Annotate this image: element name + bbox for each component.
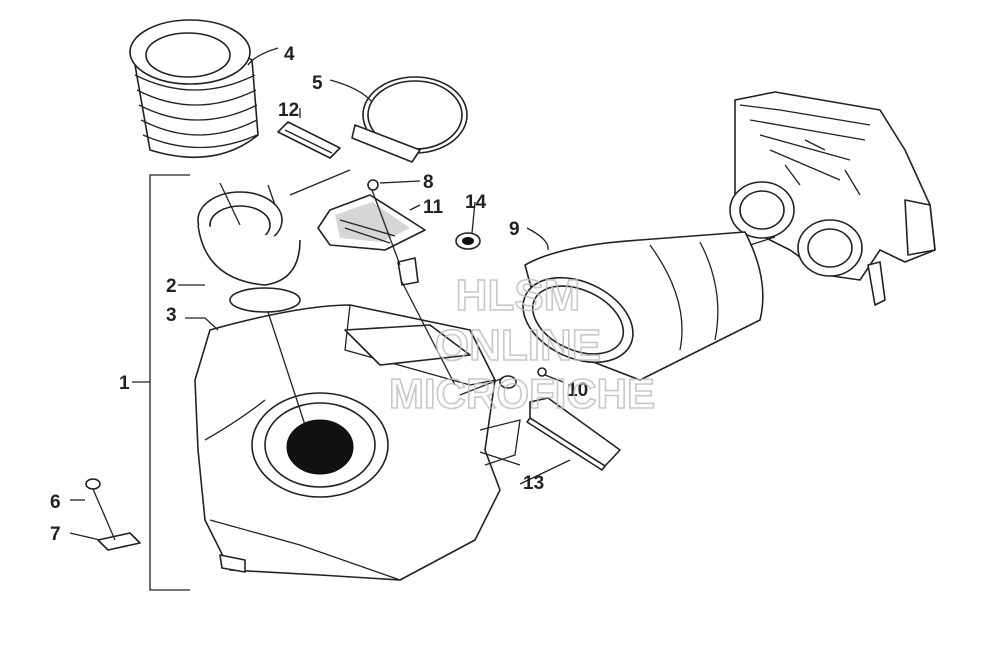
callout-5: 5 [312, 73, 323, 94]
callout-3: 3 [166, 305, 177, 326]
watermark: HLSM ONLINE MICROFICHE [388, 270, 656, 418]
callout-13: 13 [523, 473, 544, 494]
callout-4: 4 [284, 44, 295, 65]
band-clamp [351, 76, 468, 163]
fastener-6 [85, 478, 101, 490]
screw-8 [367, 179, 419, 286]
silencer-body [194, 304, 521, 581]
callout-2: 2 [166, 276, 177, 297]
callout-12: 12 [278, 100, 299, 121]
intake-bellows [129, 19, 259, 159]
clip-14 [455, 232, 481, 250]
callout-11: 11 [423, 197, 444, 218]
callout-1: 1 [119, 373, 130, 394]
callout-9: 9 [509, 219, 520, 240]
leader-lines [69, 47, 776, 591]
callout-8: 8 [423, 172, 434, 193]
decal-11 [317, 194, 426, 251]
callout-7: 7 [50, 524, 61, 545]
callout-labels: 1 2 3 4 5 6 7 8 9 10 11 12 13 14 [50, 44, 588, 545]
watermark-line1: HLSM [456, 271, 581, 320]
decal-12 [277, 121, 341, 159]
intake-adapter [197, 191, 301, 313]
callout-6: 6 [50, 492, 61, 513]
intake-duct [522, 231, 764, 381]
callout-14: 14 [465, 192, 487, 213]
callout-10: 10 [567, 380, 588, 401]
watermark-line3: MICROFICHE [389, 370, 655, 417]
bracket-7 [97, 532, 141, 551]
watermark-line2: ONLINE [435, 321, 601, 370]
foam-block-13 [526, 397, 621, 471]
carburetor-assembly [729, 91, 936, 306]
fitting-10 [499, 367, 547, 389]
